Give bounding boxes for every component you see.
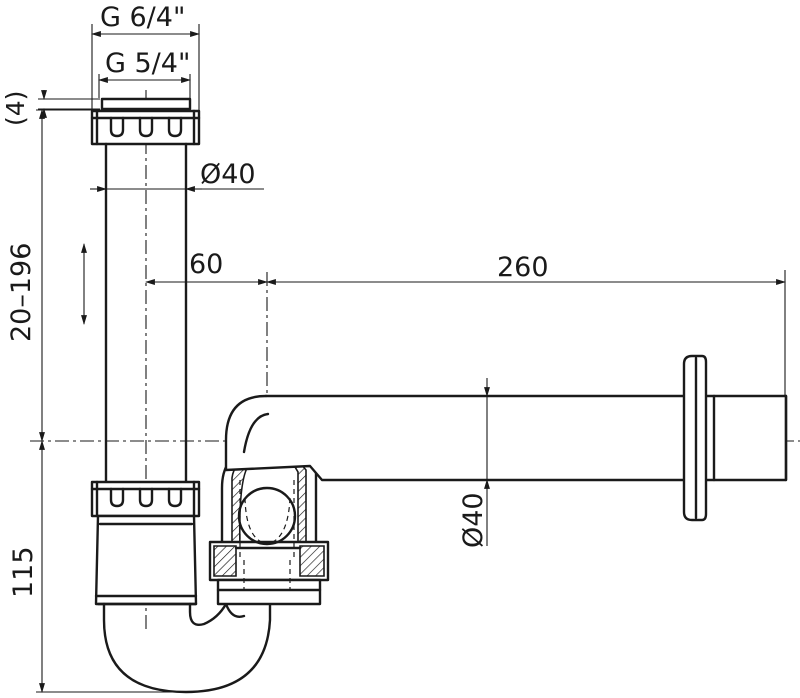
- u-bend: [102, 602, 272, 694]
- thread-outer-label: G 6/4": [100, 2, 185, 33]
- vertical-tube: [104, 142, 188, 484]
- u-bend-inner: [188, 602, 228, 626]
- vertical-tailpiece: [90, 97, 201, 606]
- trap-height-label: 115: [8, 546, 39, 598]
- dimensions: G 6/4" G 5/4" (4) Ø40 20–196 60 260: [1, 2, 786, 693]
- wall-pipe-length-label: 260: [497, 252, 549, 283]
- chamber-nut: [208, 540, 330, 582]
- wall-pipe: [224, 354, 788, 522]
- gasket-height-label: (4): [1, 91, 30, 126]
- trap-offset-label: 60: [189, 249, 223, 280]
- thread-inner-label: G 5/4": [105, 48, 190, 79]
- u-bend-outer: [102, 602, 272, 694]
- outlet-chamber: [208, 450, 330, 606]
- bottom-nut: [90, 480, 201, 518]
- top-gasket: [100, 97, 192, 111]
- pipe-diameter-vertical-label: Ø40: [200, 159, 256, 190]
- height-range-label: 20–196: [6, 243, 37, 342]
- pipe-diameter-horizontal-label: Ø40: [458, 492, 489, 548]
- top-nut: [90, 109, 201, 146]
- trap-inlet-body: [94, 514, 198, 606]
- wall-pipe-body: [224, 394, 788, 482]
